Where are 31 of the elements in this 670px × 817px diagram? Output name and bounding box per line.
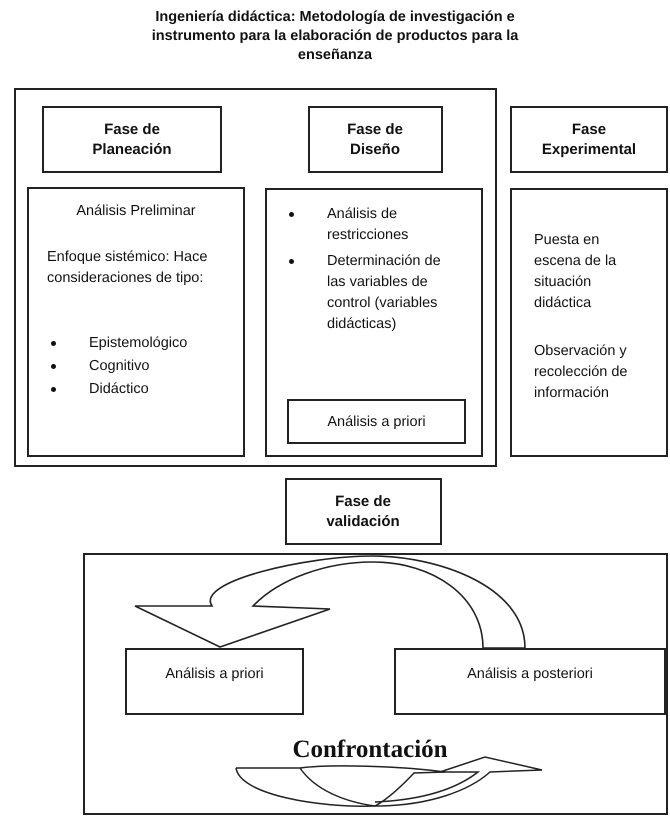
content-box bbox=[265, 188, 483, 457]
group-box bbox=[83, 553, 668, 815]
list-item: Determinación de las variables de control (variables didácticas) bbox=[327, 252, 442, 334]
content-box bbox=[510, 188, 668, 457]
phase-box bbox=[42, 106, 222, 173]
process-box bbox=[287, 399, 466, 444]
node-text: Análisis a priori bbox=[326, 413, 427, 432]
list-item: Didáctico bbox=[89, 380, 150, 399]
phase-box bbox=[308, 106, 443, 173]
node-text: Análisis a posteriori bbox=[466, 665, 594, 684]
list-item: Epistemológico bbox=[89, 334, 188, 353]
phase-box bbox=[510, 106, 668, 173]
phase-title: Fase de validación bbox=[325, 492, 401, 532]
process-box bbox=[125, 648, 304, 715]
node-text: Análisis a priori bbox=[164, 665, 265, 684]
phase-box bbox=[285, 478, 442, 545]
phase-title: Fase de Diseño bbox=[346, 120, 404, 160]
node-text: Observación y recolección de información bbox=[534, 342, 628, 403]
cycle-label: Confrontación bbox=[291, 736, 449, 764]
content-box bbox=[27, 187, 245, 457]
diagram-title: Ingeniería didáctica: Metodología de investigación e instrumento para la elaboración de productos para la enseñanza bbox=[150, 8, 520, 65]
curved-block-arrow bbox=[134, 555, 526, 649]
phase-title: Fase de Planeación bbox=[91, 120, 173, 160]
group-box bbox=[14, 88, 497, 467]
node-text: Enfoque sistémico: Hace consideraciones de tipo: bbox=[47, 248, 208, 288]
node-text: Análisis Preliminar bbox=[75, 202, 197, 221]
node-text: Puesta en escena de la situación didáctica bbox=[534, 231, 618, 313]
phase-title: Fase Experimental bbox=[540, 120, 638, 160]
list-item: Cognitivo bbox=[89, 357, 150, 376]
process-box bbox=[394, 648, 666, 715]
list-item: Análisis de restricciones bbox=[327, 205, 410, 245]
